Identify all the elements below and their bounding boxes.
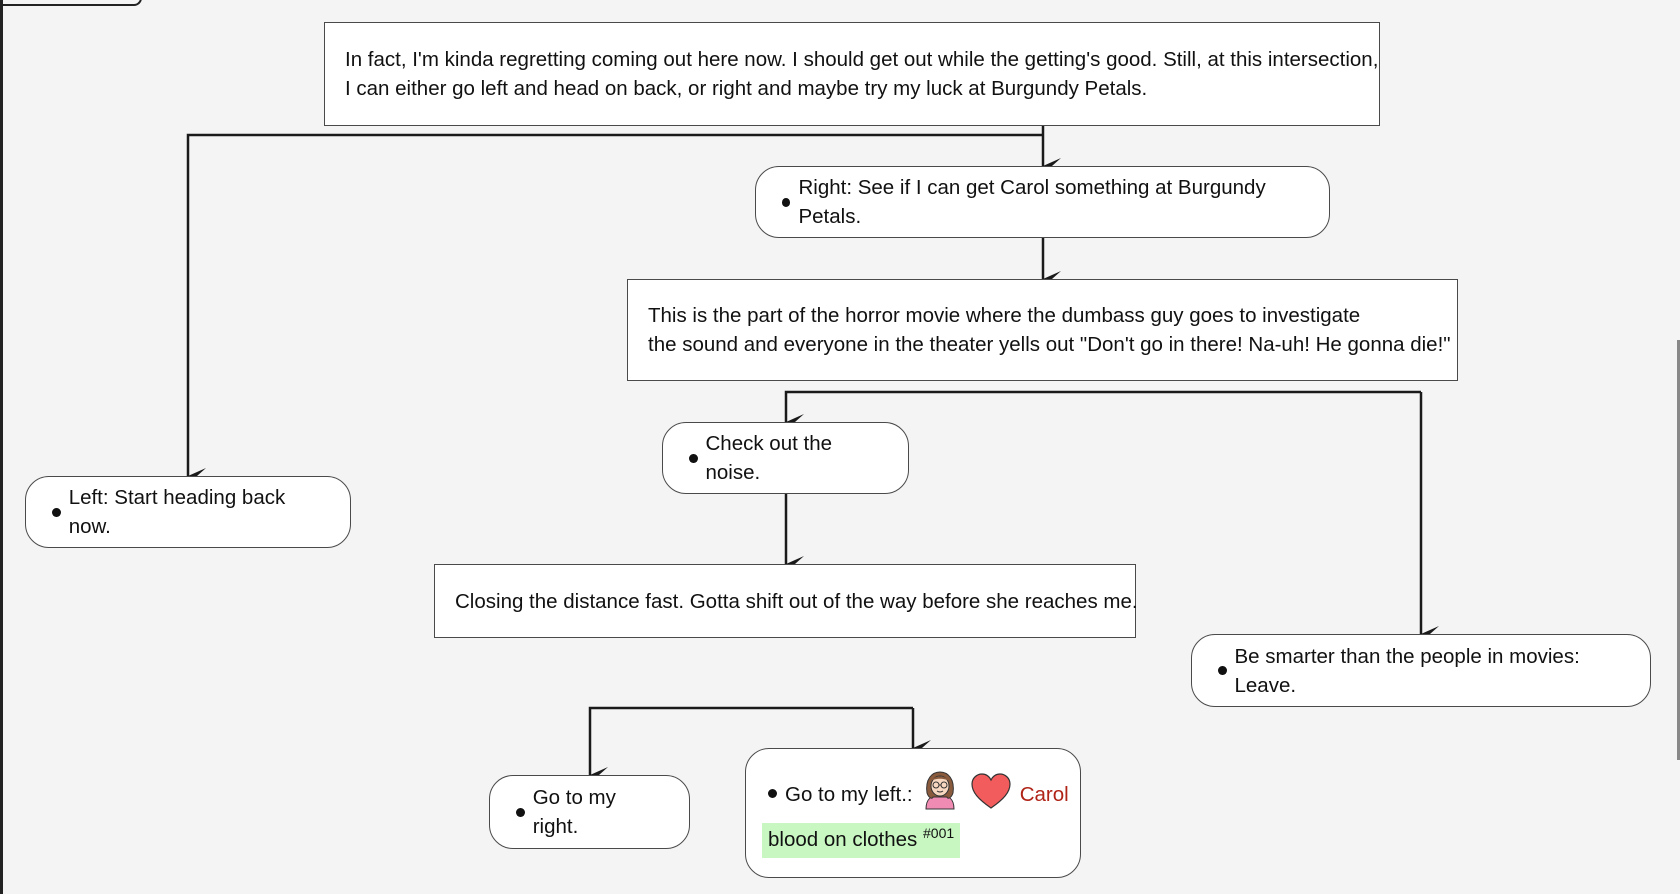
heart-icon	[970, 772, 1012, 819]
closing-narration-node: Closing the distance fast. Gotta shift o…	[434, 564, 1138, 638]
check-noise-node[interactable]: Check out the noise.	[662, 422, 909, 494]
horror-line-2: the sound and everyone in the theater ye…	[648, 333, 1451, 356]
horror-line-1: This is the part of the horror movie whe…	[648, 304, 1361, 327]
bullet-icon	[516, 807, 525, 817]
edge-intro-to-left	[186, 133, 1043, 484]
state-tag: blood on clothes #001	[762, 822, 961, 858]
bullet-icon	[782, 197, 791, 207]
go-right-label: Go to my right.	[532, 786, 616, 838]
character-name: Carol	[1019, 782, 1069, 806]
bullet-icon	[1218, 666, 1227, 675]
bullet-icon	[689, 453, 698, 463]
check-noise-label: Check out the noise.	[705, 432, 833, 484]
horror-narration-node: This is the part of the horror movie whe…	[627, 279, 1458, 381]
choice-left-label: Left: Start heading back now.	[68, 486, 286, 538]
go-left-label: Go to my left.:	[785, 782, 913, 806]
bullet-icon	[768, 788, 777, 798]
leave-choice-node[interactable]: Be smarter than the people in movies: Le…	[1191, 634, 1651, 707]
choice-right-node[interactable]: Right: See if I can get Carol something …	[755, 166, 1330, 238]
go-right-node[interactable]: Go to my right.	[489, 775, 690, 849]
bullet-icon	[52, 507, 61, 517]
intro-narration-node: In fact, I'm kinda regretting coming out…	[324, 22, 1380, 126]
edge-closing-to-goright	[588, 706, 913, 783]
choice-right-label: Right: See if I can get Carol something …	[798, 176, 1266, 228]
edge-horror-to-check	[784, 390, 1421, 430]
intro-line-1: In fact, I'm kinda regretting coming out…	[345, 48, 1379, 71]
closing-text: Closing the distance fast. Gotta shift o…	[455, 589, 1138, 613]
state-tag-label: blood on clothes	[768, 827, 918, 851]
state-tag-ref: #001	[923, 824, 955, 841]
intro-line-2: I can either go left and head on back, o…	[345, 77, 1148, 100]
scroll-edge	[1677, 340, 1680, 760]
go-left-node[interactable]: Go to my left.:	[745, 748, 1081, 878]
choice-left-node[interactable]: Left: Start heading back now.	[25, 476, 351, 548]
leave-label: Be smarter than the people in movies: Le…	[1234, 644, 1580, 697]
girl-avatar-icon	[920, 769, 960, 819]
frame-border	[0, 0, 3, 894]
